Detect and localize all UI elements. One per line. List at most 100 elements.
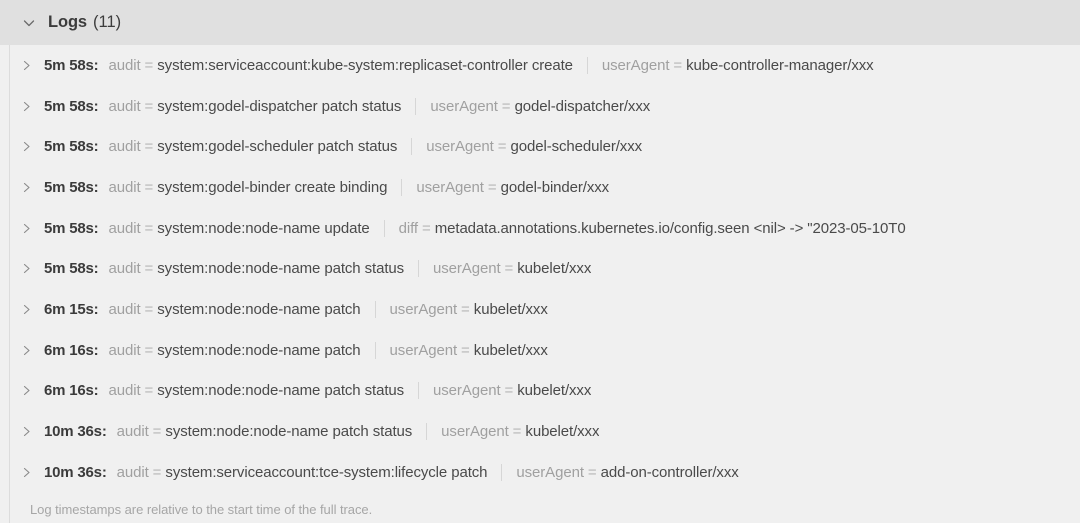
- field-divider: [418, 260, 420, 278]
- log-field: userAgent=kubelet/xxx: [390, 342, 548, 359]
- log-row[interactable]: 5m 58s:audit=system:serviceaccount:kube-…: [10, 45, 1080, 86]
- log-row[interactable]: 5m 58s:audit=system:node:node-name patch…: [10, 248, 1080, 289]
- log-field-equals: =: [504, 382, 514, 400]
- log-field-value: system:node:node-name patch: [157, 341, 361, 359]
- log-row[interactable]: 10m 36s: audit=system:node:node-name patc…: [10, 411, 1080, 452]
- log-field: userAgent=kube-controller-manager/xxx: [602, 57, 874, 74]
- log-field-value: kubelet/xxx: [525, 423, 600, 441]
- log-field: userAgent=kubelet/xxx: [441, 423, 599, 440]
- chevron-down-icon[interactable]: [22, 16, 36, 30]
- logs-list: 5m 58s:audit=system:serviceaccount:kube-…: [9, 45, 1080, 495]
- log-row[interactable]: 5m 58s:audit=system:node:node-name updat…: [10, 208, 1080, 249]
- log-row[interactable]: 5m 58s:audit=system:godel-dispatcher pat…: [10, 86, 1080, 127]
- log-row[interactable]: 6m 15s: audit=system:node:node-name patch…: [10, 289, 1080, 330]
- log-field-equals: =: [144, 341, 154, 359]
- log-field-key: userAgent: [430, 97, 498, 115]
- log-row[interactable]: 6m 16s: audit=system:node:node-name patch…: [10, 371, 1080, 412]
- log-field: audit=system:godel-binder create binding: [108, 179, 387, 196]
- field-divider: [418, 382, 420, 400]
- log-field-key: audit: [108, 97, 141, 115]
- log-field-equals: =: [144, 260, 154, 278]
- log-fields: audit=system:serviceaccount:kube-system:…: [108, 56, 874, 74]
- log-field-equals: =: [497, 138, 507, 156]
- log-field-value: add-on-controller/xxx: [600, 463, 739, 481]
- logs-count: (11): [93, 13, 122, 31]
- field-divider: [501, 463, 503, 481]
- log-field-key: audit: [116, 463, 149, 481]
- log-fields: audit=system:node:node-name patch status…: [108, 382, 592, 400]
- log-field-equals: =: [144, 56, 154, 74]
- log-fields: audit=system:godel-dispatcher patch stat…: [108, 97, 650, 115]
- chevron-right-icon[interactable]: [21, 385, 32, 396]
- log-field: audit=system:node:node-name patch status: [117, 423, 413, 440]
- chevron-right-icon[interactable]: [21, 263, 32, 274]
- log-field: audit=system:serviceaccount:tce-system:l…: [117, 464, 488, 481]
- log-field-value: system:node:node-name patch: [157, 300, 361, 318]
- log-field-equals: =: [487, 178, 497, 196]
- page-title: Logs: [48, 13, 88, 31]
- log-field-value: system:godel-dispatcher patch status: [157, 97, 402, 115]
- log-field-value: system:node:node-name update: [157, 219, 370, 237]
- log-row[interactable]: 5m 58s:audit=system:godel-binder create …: [10, 167, 1080, 208]
- log-timestamp: 10m 36s:: [44, 423, 107, 441]
- log-timestamp: 5m 58s:: [44, 260, 99, 278]
- log-field-value: kubelet/xxx: [517, 382, 592, 400]
- log-field-equals: =: [501, 97, 511, 115]
- log-timestamp: 6m 16s:: [44, 341, 99, 359]
- log-field-value: metadata.annotations.kubernetes.io/confi…: [434, 219, 906, 237]
- field-divider: [401, 178, 403, 196]
- logs-section-header[interactable]: Logs (11): [0, 0, 1080, 45]
- log-field-equals: =: [461, 300, 470, 318]
- log-field-value: system:godel-binder create binding: [157, 178, 388, 196]
- log-timestamp: 6m 16s:: [44, 382, 99, 400]
- chevron-right-icon[interactable]: [21, 426, 32, 437]
- log-row[interactable]: 10m 36s:audit=system:serviceaccount:tce-…: [10, 452, 1080, 493]
- field-divider: [426, 423, 428, 441]
- log-field: userAgent=kubelet/xxx: [433, 260, 591, 277]
- log-field-key: userAgent: [426, 138, 494, 156]
- field-divider: [383, 219, 385, 237]
- log-field: audit=system:node:node-name patch: [108, 301, 360, 318]
- chevron-right-icon[interactable]: [21, 467, 32, 478]
- field-divider: [411, 138, 413, 156]
- logs-footer-note: Log timestamps are relative to the start…: [30, 501, 373, 517]
- log-field-value: system:node:node-name patch status: [157, 382, 405, 400]
- log-field-value: system:godel-scheduler patch status: [157, 138, 398, 156]
- log-row[interactable]: 5m 58s:audit=system:godel-scheduler patc…: [10, 126, 1080, 167]
- log-field-value: system:serviceaccount:tce-system:lifecyc…: [165, 463, 488, 481]
- log-field-key: userAgent: [441, 423, 509, 441]
- chevron-right-icon[interactable]: [21, 223, 32, 234]
- log-field: audit=system:serviceaccount:kube-system:…: [108, 56, 573, 74]
- log-field: userAgent=godel-scheduler/xxx: [426, 138, 642, 155]
- chevron-right-icon[interactable]: [21, 182, 32, 193]
- log-field: audit=system:node:node-name patch status: [108, 382, 404, 399]
- chevron-right-icon[interactable]: [21, 60, 32, 71]
- log-field-equals: =: [461, 341, 470, 359]
- log-field-equals: =: [144, 138, 154, 156]
- chevron-right-icon[interactable]: [21, 304, 32, 315]
- log-field-value: godel-scheduler/xxx: [510, 138, 643, 156]
- chevron-right-icon[interactable]: [21, 101, 32, 112]
- field-divider: [586, 56, 588, 74]
- log-row[interactable]: 6m 16s: audit=system:node:node-name patch…: [10, 330, 1080, 371]
- log-field: audit=system:node:node-name patch: [108, 342, 360, 359]
- log-field-equals: =: [152, 463, 162, 481]
- log-timestamp: 5m 58s:: [44, 97, 99, 115]
- log-field-equals: =: [144, 219, 154, 237]
- log-field: diff=metadata.annotations.kubernetes.io/…: [399, 220, 906, 237]
- chevron-right-icon[interactable]: [21, 141, 32, 152]
- log-field: userAgent=godel-dispatcher/xxx: [430, 98, 650, 115]
- log-field-equals: =: [152, 423, 162, 441]
- log-timestamp: 6m 15s:: [44, 300, 99, 318]
- log-timestamp: 10m 36s:: [44, 463, 107, 481]
- log-field-value: system:serviceaccount:kube-system:replic…: [157, 56, 573, 74]
- log-field: userAgent=godel-binder/xxx: [416, 179, 609, 196]
- log-field-equals: =: [673, 56, 683, 74]
- log-field-equals: =: [144, 97, 154, 115]
- log-field-equals: =: [587, 463, 597, 481]
- log-field-key: userAgent: [389, 341, 458, 359]
- log-field-value: system:node:node-name patch status: [157, 260, 405, 278]
- chevron-right-icon[interactable]: [21, 345, 32, 356]
